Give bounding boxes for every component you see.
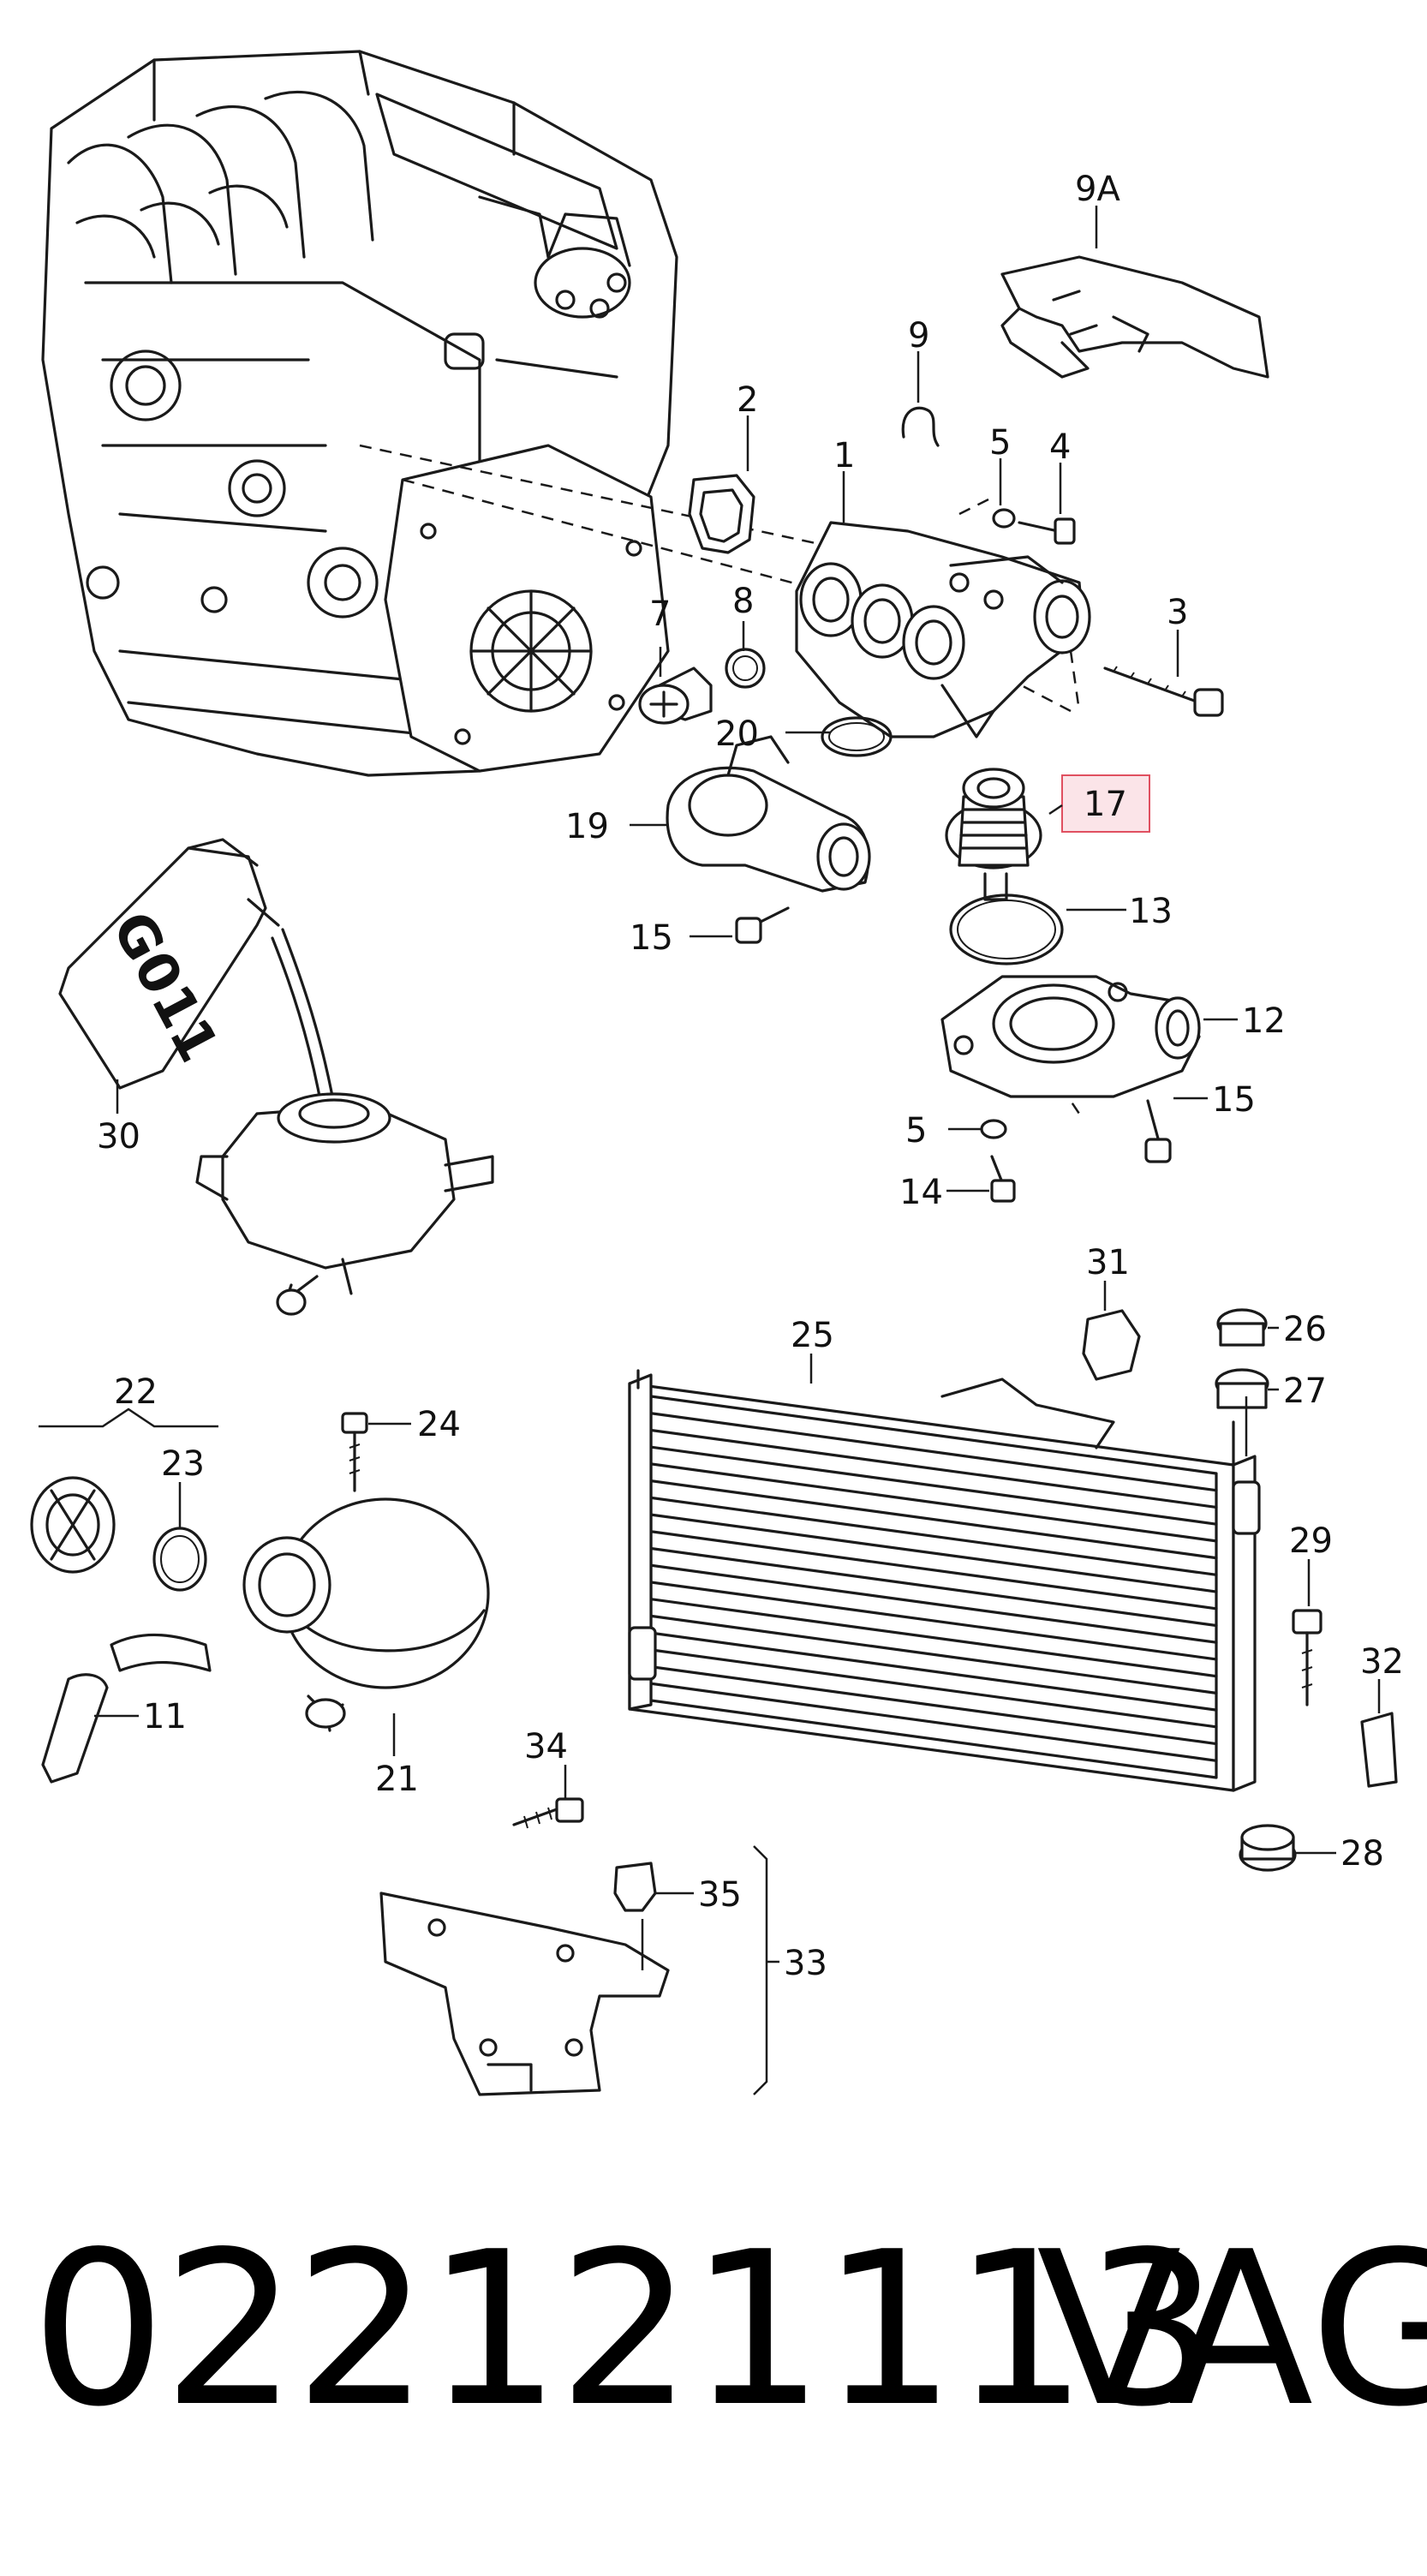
callout-2: 2 <box>737 380 758 420</box>
callout-24: 24 <box>417 1405 461 1444</box>
radiator-fin <box>649 1530 1218 1611</box>
callout-5-upper: 5 <box>989 423 1011 463</box>
bolt-24 <box>341 1412 368 1492</box>
callout-14: 14 <box>899 1173 943 1212</box>
parts-diagram: G011 <box>30 50 1404 2096</box>
radiator-fin <box>649 1462 1218 1543</box>
radiator-fin <box>649 1445 1218 1526</box>
engine-block <box>41 50 678 777</box>
bolt-14 <box>990 1155 1016 1203</box>
coolant-flange-1 <box>795 521 1091 738</box>
clip-35 <box>613 1862 657 1912</box>
ring-8 <box>725 648 766 689</box>
callout-15-upper: 15 <box>630 918 673 958</box>
callout-17: 17 <box>1084 785 1127 824</box>
callout-22: 22 <box>114 1372 158 1412</box>
callout-9: 9 <box>908 316 929 356</box>
callout-12: 12 <box>1242 1001 1286 1041</box>
radiator-fin <box>649 1563 1218 1644</box>
hose-11 <box>41 1633 212 1784</box>
callout-11: 11 <box>143 1697 187 1736</box>
bolt-15-lower <box>1144 1099 1172 1163</box>
clip-9 <box>901 406 940 447</box>
o-ring-20 <box>821 716 893 757</box>
callout-labels: 9A 9 2 1 5 4 7 8 3 20 19 17 13 15 12 30 … <box>97 170 1404 1983</box>
callout-30: 30 <box>97 1117 140 1157</box>
expansion-tank-upper <box>195 1092 494 1316</box>
callout-8: 8 <box>732 582 754 621</box>
radiator-fin <box>649 1682 1218 1762</box>
radiator-fin <box>649 1665 1218 1746</box>
radiator-fin <box>649 1513 1218 1593</box>
grommet-27 <box>1215 1368 1269 1409</box>
radiator-fin <box>649 1598 1218 1678</box>
callout-9a: 9A <box>1075 170 1120 209</box>
bracket-33 <box>379 1892 670 2096</box>
part-number: 022121113 <box>31 2207 1220 2453</box>
bolt-15-upper <box>735 906 790 944</box>
o-ring-13 <box>949 894 1064 965</box>
callout-28: 28 <box>1340 1834 1384 1874</box>
thermostat-17 <box>945 768 1042 901</box>
radiator-fin <box>649 1581 1218 1661</box>
grommet-28 <box>1239 1824 1297 1872</box>
callout-5-lower: 5 <box>905 1111 927 1151</box>
radiator-fin <box>649 1428 1218 1509</box>
bracket-31 <box>1082 1309 1141 1381</box>
callout-29: 29 <box>1289 1521 1333 1561</box>
washer-5-lower <box>980 1119 1007 1139</box>
callout-23: 23 <box>161 1444 205 1484</box>
gasket-2 <box>688 474 755 554</box>
highlight-box-17 <box>1061 774 1150 833</box>
coolant-bottle-30: G011 <box>58 838 336 1107</box>
callout-19: 19 <box>565 807 609 846</box>
clip-32 <box>1360 1712 1398 1788</box>
callout-26: 26 <box>1283 1310 1327 1349</box>
expansion-tank-21 <box>242 1497 490 1732</box>
radiator-25 <box>628 1369 1261 1792</box>
radiator-fin <box>649 1496 1218 1576</box>
radiator-fin <box>649 1479 1218 1560</box>
radiator-fin <box>649 1412 1218 1492</box>
alignment-line <box>359 444 1106 1115</box>
radiator-fin <box>649 1631 1218 1712</box>
radiator-fin <box>649 1614 1218 1694</box>
grommet-26 <box>1216 1308 1268 1347</box>
callout-1: 1 <box>833 436 855 475</box>
cover-9a <box>1000 255 1269 379</box>
filler-cap-22 <box>30 1476 116 1574</box>
housing-12 <box>940 975 1201 1098</box>
callout-13: 13 <box>1129 892 1173 931</box>
brand-name: VAG <box>1036 2207 1427 2453</box>
leader-lines <box>39 206 1381 2095</box>
callout-15-lower: 15 <box>1212 1080 1256 1120</box>
bolt-29 <box>1292 1609 1323 1706</box>
radiator-fin <box>649 1546 1218 1628</box>
callout-20: 20 <box>715 714 759 754</box>
callout-7: 7 <box>649 595 671 634</box>
callout-21: 21 <box>375 1760 419 1799</box>
callout-3: 3 <box>1167 593 1188 632</box>
bolt-4 <box>1018 517 1076 545</box>
callout-34: 34 <box>524 1727 568 1766</box>
plug-7 <box>638 666 713 725</box>
callout-35: 35 <box>698 1875 742 1915</box>
callout-31: 31 <box>1086 1243 1130 1282</box>
callout-4: 4 <box>1049 427 1071 467</box>
footer: 022121113 VAG <box>0 2210 1427 2450</box>
callout-25: 25 <box>791 1316 834 1355</box>
radiator-fin <box>649 1648 1218 1729</box>
callout-32: 32 <box>1360 1642 1404 1682</box>
bolt-34 <box>512 1797 584 1829</box>
bolt-3 <box>1103 666 1224 717</box>
outlet-19 <box>666 735 871 893</box>
callout-27: 27 <box>1283 1372 1327 1411</box>
washer-5 <box>992 508 1016 529</box>
seal-23 <box>152 1527 207 1592</box>
callout-33: 33 <box>784 1944 827 1983</box>
